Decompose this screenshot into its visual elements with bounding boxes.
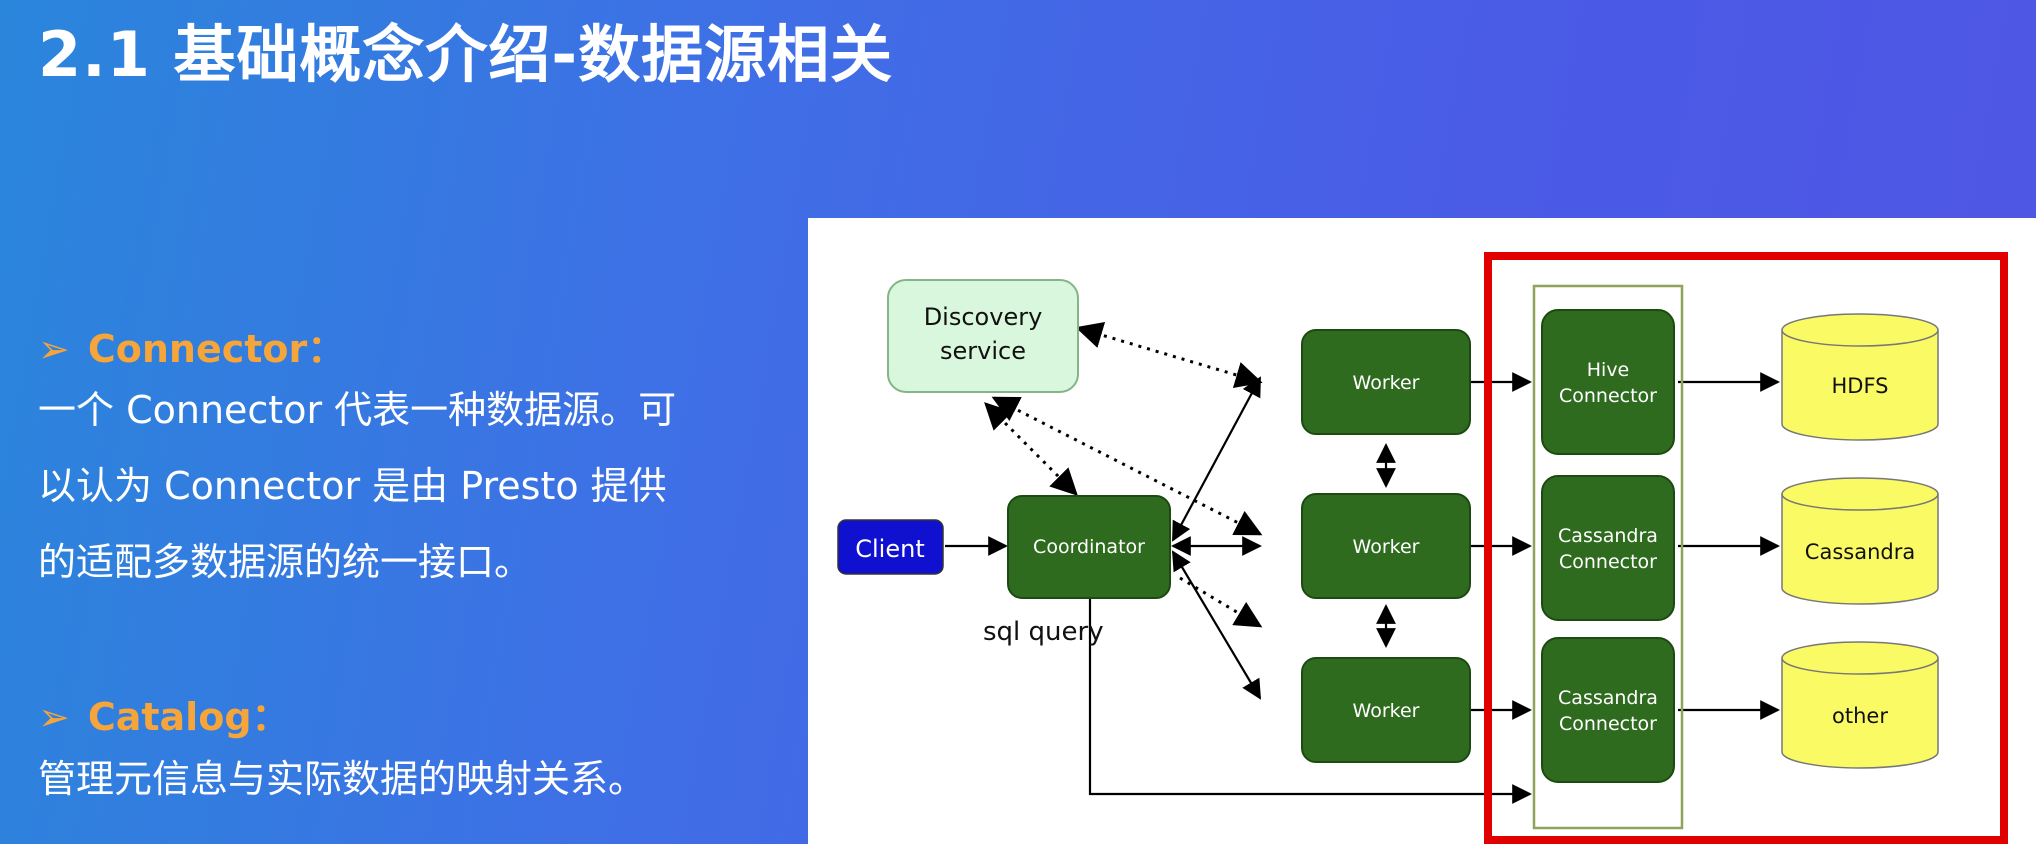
discovery-label-line2: service — [940, 337, 1026, 365]
catalog-heading: ➢ Catalog： — [38, 686, 290, 741]
connector-node: Hive Connector — [1541, 309, 1675, 455]
worker-label: Worker — [1353, 372, 1420, 394]
datastore-label: other — [1832, 704, 1888, 728]
client-label: Client — [855, 535, 924, 563]
connector-label-line1: Hive — [1587, 359, 1630, 381]
connector-heading-text: Connector： — [87, 327, 346, 371]
worker-node: Worker — [1301, 329, 1471, 435]
bullet-arrow-icon: ➢ — [38, 695, 70, 739]
datastore-cylinder-icon: Cassandra — [1781, 477, 1939, 605]
connector-description: 一个 Connector 代表一种数据源。可以认为 Connector 是由 P… — [38, 388, 677, 584]
connector-node: Cassandra Connector — [1541, 475, 1675, 621]
presto-architecture-diagram: Discovery service Client Coordinator sql… — [808, 218, 2036, 844]
connector-group-frame — [1532, 284, 1684, 830]
connector-label-line1: Cassandra — [1558, 525, 1658, 547]
discovery-dotted-arrows — [984, 321, 1263, 628]
datastore-label: Cassandra — [1805, 540, 1915, 564]
worker-node: Worker — [1301, 657, 1471, 763]
connector-label-line2: Connector — [1559, 713, 1657, 735]
datastore-cylinder-icon: HDFS — [1781, 313, 1939, 441]
worker-label: Worker — [1353, 536, 1420, 558]
datastore-label: HDFS — [1831, 374, 1888, 398]
coordinator-label: Coordinator — [1033, 536, 1145, 558]
datastore-cylinder-icon: other — [1781, 641, 1939, 769]
coordinator-node: Coordinator — [1007, 495, 1171, 599]
connector-heading: ➢ Connector： — [38, 318, 345, 373]
slide-title: 2.1 基础概念介绍-数据源相关 — [38, 18, 894, 91]
connector-label-line2: Connector — [1559, 551, 1657, 573]
highlight-box — [1484, 252, 2008, 844]
worker-node: Worker — [1301, 493, 1471, 599]
bullet-arrow-icon: ➢ — [38, 327, 70, 371]
discovery-label-line1: Discovery — [924, 303, 1043, 331]
client-node: Client — [837, 519, 944, 575]
catalog-heading-text: Catalog： — [87, 695, 290, 739]
connector-label-line1: Cassandra — [1558, 687, 1658, 709]
worker-label: Worker — [1353, 700, 1420, 722]
sql-query-label: sql query — [983, 617, 1104, 647]
catalog-description: 管理元信息与实际数据的映射关系。 — [38, 757, 647, 801]
discovery-service-node: Discovery service — [887, 279, 1079, 393]
connector-label-line2: Connector — [1559, 385, 1657, 407]
connector-node: Cassandra Connector — [1541, 637, 1675, 783]
